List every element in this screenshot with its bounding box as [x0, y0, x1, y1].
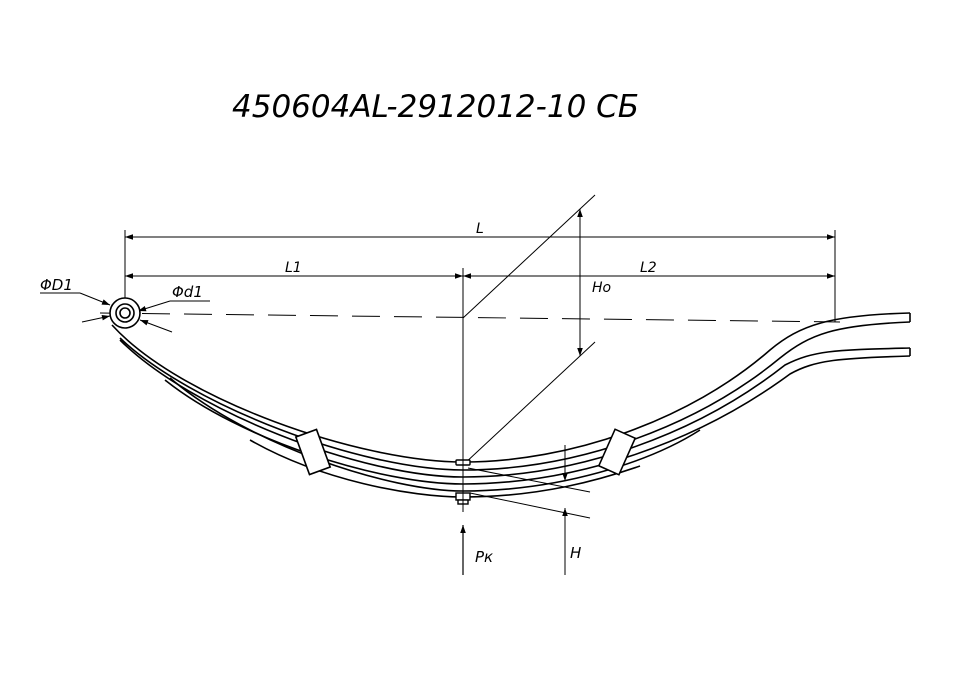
dimension-Ho — [462, 194, 596, 466]
leaf-3 — [169, 377, 701, 492]
label-L2: L2 — [640, 260, 657, 276]
label-H: H — [570, 544, 581, 562]
eye-diameter-callouts — [40, 292, 210, 333]
spring-eye — [109, 297, 141, 329]
drawing-title: 450604AL-2912012-10 СБ — [232, 89, 639, 125]
label-D1: ΦD1 — [40, 276, 73, 294]
label-Ho: Ho — [592, 280, 611, 296]
clamp-right — [597, 428, 637, 476]
spring-leaves — [111, 312, 911, 498]
leaf-2-bottom — [164, 355, 911, 485]
label-L1: L1 — [285, 260, 302, 276]
leaf-2-top — [119, 339, 911, 478]
label-Pk: Pк — [475, 548, 493, 566]
leaf-1-bottom — [119, 321, 911, 471]
clamp-left — [294, 428, 332, 476]
eye-axis-dashed-line — [99, 312, 841, 323]
label-L: L — [476, 221, 484, 237]
leaf-1-top — [111, 312, 911, 463]
label-d1: Φd1 — [172, 283, 203, 301]
